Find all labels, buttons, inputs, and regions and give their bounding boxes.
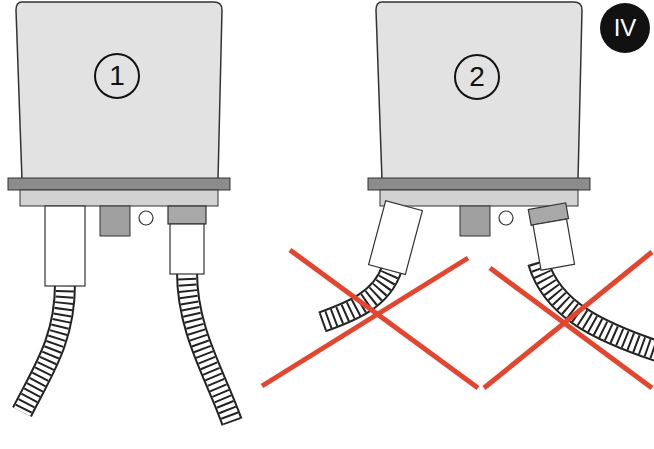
label-text: IV [614, 16, 637, 40]
conduit [22, 272, 232, 422]
section-badge: IV [600, 3, 650, 53]
connector [45, 206, 85, 286]
connector [170, 224, 204, 274]
label-text: 1 [109, 62, 125, 90]
housing-correct [8, 2, 232, 422]
connector [533, 219, 574, 270]
label-text: 2 [469, 63, 485, 91]
callout-number: 1 [94, 53, 140, 99]
callout-number: 2 [454, 54, 500, 100]
connector [369, 201, 423, 275]
housing-wrong [322, 2, 654, 352]
fitting [168, 206, 206, 224]
wrong-mark [262, 250, 652, 388]
